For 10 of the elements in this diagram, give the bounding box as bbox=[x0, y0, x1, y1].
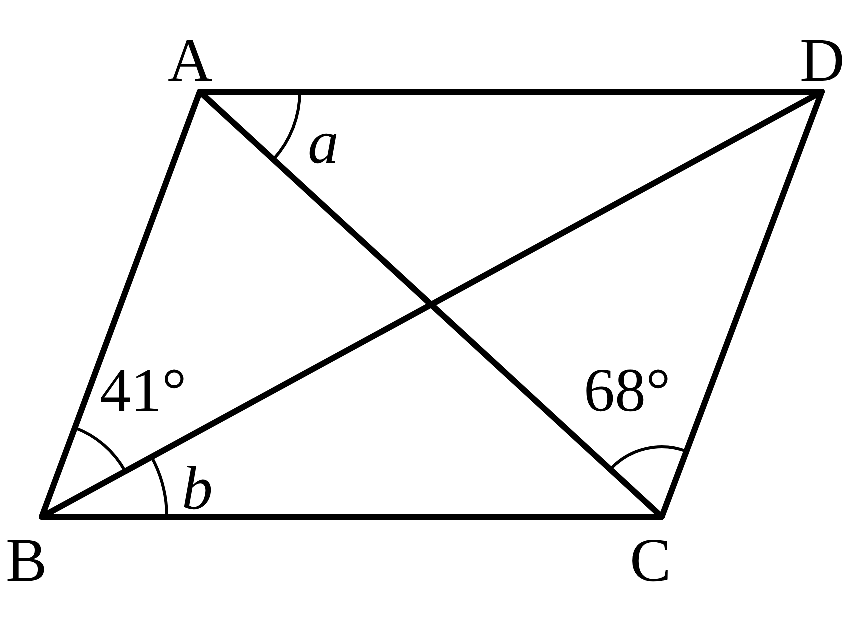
vertex-label: B bbox=[6, 530, 48, 592]
line-segment bbox=[39, 89, 825, 520]
angle-label: b bbox=[182, 458, 213, 520]
vertex-label: C bbox=[630, 530, 672, 592]
angle-label: 68° bbox=[584, 360, 671, 422]
vertex-label: A bbox=[168, 30, 213, 92]
vertex-label: D bbox=[800, 30, 845, 92]
line-segment bbox=[197, 89, 665, 520]
angle-label: 41° bbox=[100, 360, 187, 422]
angle-label: a bbox=[308, 112, 339, 174]
